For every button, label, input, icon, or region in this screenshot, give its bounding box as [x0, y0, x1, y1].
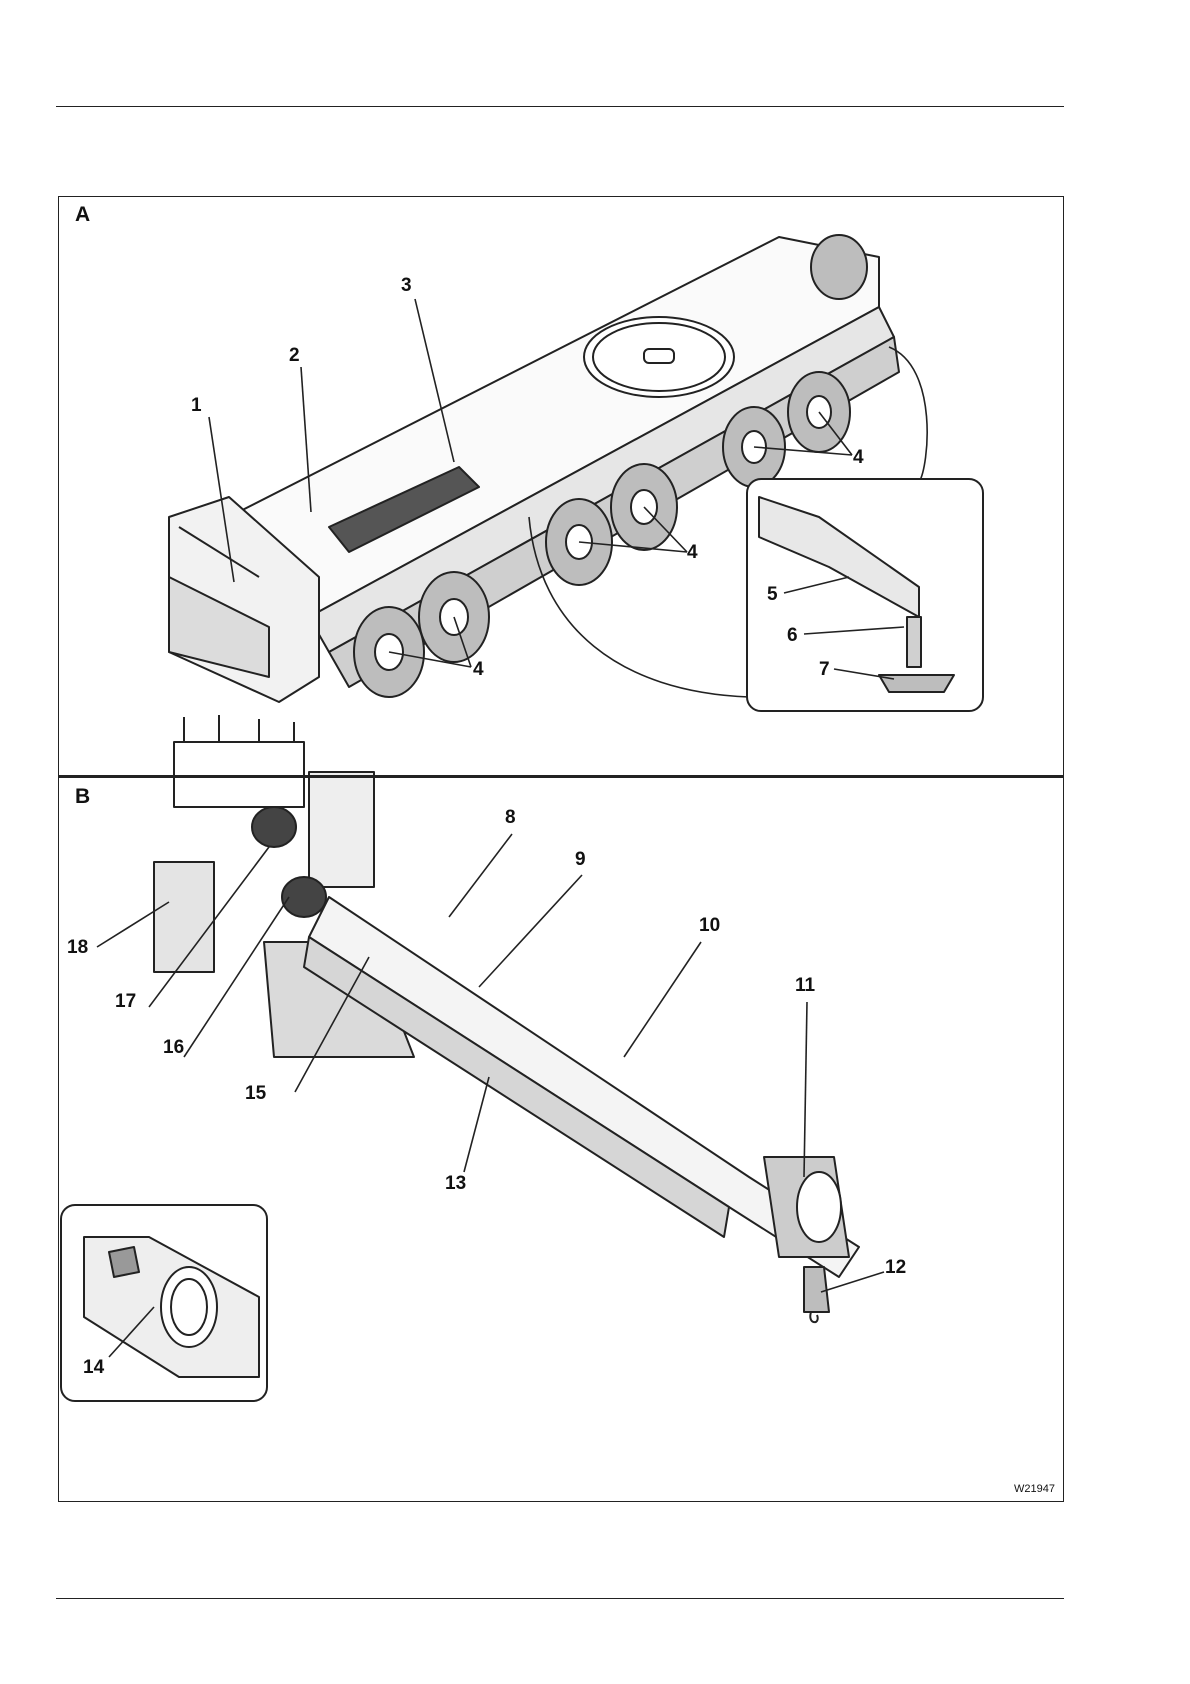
- figure-frame: A B 1 2 3 4 4 4 5 6 7 8 9 10 11 12 13 14…: [58, 196, 1064, 1502]
- callout-15: 15: [245, 1083, 266, 1105]
- callout-16: 16: [163, 1037, 184, 1059]
- callout-2: 2: [289, 345, 300, 367]
- callout-8: 8: [505, 807, 516, 829]
- header-rule: [56, 106, 1064, 107]
- panel-letter-a: A: [75, 203, 90, 227]
- callout-18: 18: [67, 937, 88, 959]
- callout-10: 10: [699, 915, 720, 937]
- callout-11: 11: [795, 975, 815, 997]
- drawing-code: W21947: [1014, 1483, 1055, 1495]
- outrigger-inset-drawing: [747, 479, 983, 711]
- callout-3: 3: [401, 275, 412, 297]
- callout-14: 14: [83, 1357, 104, 1379]
- callout-12: 12: [885, 1257, 906, 1279]
- footer-rule: [56, 1598, 1064, 1599]
- crane-line-drawing: [59, 197, 1065, 1503]
- panel-divider: [59, 775, 1063, 778]
- callout-6: 6: [787, 625, 798, 647]
- callout-1: 1: [191, 395, 202, 417]
- panel-letter-b: B: [75, 785, 90, 809]
- callout-17: 17: [115, 991, 136, 1013]
- callout-7: 7: [819, 659, 830, 681]
- callout-4c: 4: [853, 447, 864, 469]
- callout-13: 13: [445, 1173, 466, 1195]
- callout-4b: 4: [687, 542, 698, 564]
- callout-5: 5: [767, 584, 778, 606]
- callout-9: 9: [575, 849, 586, 871]
- callout-4a: 4: [473, 659, 484, 681]
